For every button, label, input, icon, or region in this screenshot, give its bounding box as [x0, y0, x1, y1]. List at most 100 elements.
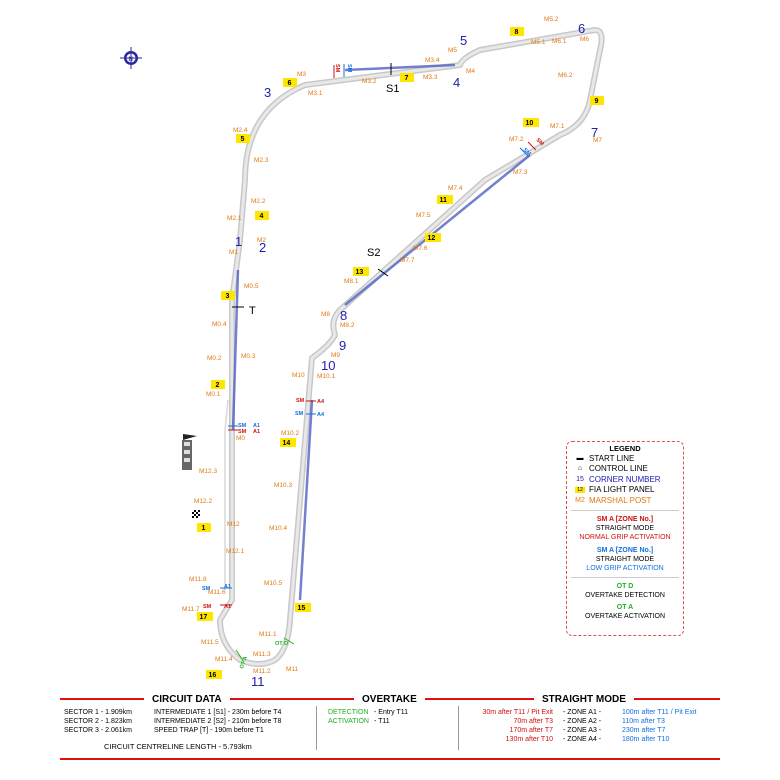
- legend-ot-activation: OT A OVERTAKE ACTIVATION: [585, 603, 665, 620]
- sector-lengths: SECTOR 1 - 1.909km SECTOR 2 - 1.823km SE…: [64, 709, 132, 734]
- svg-text:SM: SM: [296, 398, 305, 404]
- legend-box: LEGEND ▬ START LINE ⌂ CONTROL LINE 15 CO…: [566, 441, 684, 636]
- svg-text:M12: M12: [227, 521, 240, 528]
- svg-text:A4: A4: [317, 412, 325, 418]
- corner-10: 10: [321, 358, 335, 373]
- svg-text:3: 3: [226, 293, 230, 300]
- svg-text:8: 8: [515, 29, 519, 36]
- svg-text:M7.2: M7.2: [509, 136, 524, 143]
- svg-text:M2: M2: [257, 237, 266, 244]
- legend-control-line: ⌂ CONTROL LINE: [571, 464, 679, 475]
- svg-text:M2.2: M2.2: [251, 198, 266, 205]
- svg-text:M3.1: M3.1: [308, 90, 323, 97]
- svg-text:A1: A1: [224, 584, 231, 590]
- svg-text:M12.3: M12.3: [199, 468, 217, 475]
- legend-ot-detection: OT D OVERTAKE DETECTION: [585, 582, 665, 599]
- svg-text:M11.3: M11.3: [253, 651, 271, 658]
- svg-text:SM: SM: [522, 147, 532, 157]
- svg-text:M0: M0: [236, 435, 245, 442]
- speed-trap-label: T: [249, 305, 256, 317]
- svg-text:M10.1: M10.1: [317, 373, 335, 380]
- svg-text:A1: A1: [253, 429, 260, 435]
- corner-9: 9: [339, 338, 346, 353]
- pit-lane: [224, 399, 229, 590]
- sector2-line: [377, 268, 389, 277]
- svg-text:M3.4: M3.4: [425, 57, 440, 64]
- svg-text:OT A: OT A: [239, 656, 249, 670]
- circuit-data-title: CIRCUIT DATA: [144, 694, 230, 705]
- svg-text:M11.8: M11.8: [189, 576, 207, 583]
- svg-text:M10.5: M10.5: [264, 580, 282, 587]
- svg-text:M2.4: M2.4: [233, 127, 248, 134]
- corner-numbers: 1 2 3 4 5 6 7 8 9 10 11: [235, 21, 598, 689]
- legend-corner-number: 15 CORNER NUMBER: [576, 474, 661, 484]
- legend-sm-normal: SM A [ZONE No.] STRAIGHT MODE NORMAL GRI…: [579, 515, 671, 541]
- chequered-flag-icon: [192, 510, 200, 518]
- svg-text:M0.2: M0.2: [207, 355, 222, 362]
- svg-text:M0.4: M0.4: [212, 321, 227, 328]
- circuit-map: N S1 S2 T 1 2 3 4 5 6 7 8 9 10 11 1 2 3 …: [120, 16, 605, 689]
- svg-text:M6.2: M6.2: [558, 72, 573, 79]
- svg-text:M3: M3: [297, 71, 306, 78]
- svg-text:M12.1: M12.1: [226, 548, 244, 555]
- svg-text:1: 1: [202, 525, 206, 532]
- legend-title: LEGEND: [609, 444, 641, 453]
- svg-text:M8: M8: [321, 311, 330, 318]
- svg-text:M11.2: M11.2: [253, 668, 271, 675]
- svg-text:M6: M6: [580, 36, 589, 43]
- corner-5: 5: [460, 33, 467, 48]
- svg-text:13: 13: [356, 269, 364, 276]
- corner-1: 1: [235, 234, 242, 249]
- svg-text:M0.5: M0.5: [244, 283, 259, 290]
- straight-mode-low: 100m after T11 / Pit Exit 110m after T3 …: [622, 709, 697, 743]
- svg-text:11: 11: [440, 197, 448, 204]
- svg-text:6: 6: [288, 80, 292, 87]
- svg-text:M12.2: M12.2: [194, 498, 212, 505]
- straight-mode-zones: - ZONE A1 - - ZONE A2 - - ZONE A3 - - ZO…: [563, 709, 602, 743]
- north-compass-icon: N: [120, 47, 142, 69]
- svg-text:M4: M4: [466, 68, 475, 75]
- svg-text:M0.3: M0.3: [241, 353, 256, 360]
- corner-2: 2: [259, 240, 266, 255]
- svg-text:M7.7: M7.7: [400, 257, 415, 264]
- corner-3: 3: [264, 85, 271, 100]
- svg-text:M10.4: M10.4: [269, 525, 287, 532]
- svg-text:A1: A1: [224, 604, 231, 610]
- start-line-icon: ▬: [576, 454, 584, 462]
- svg-text:M5: M5: [448, 47, 457, 54]
- svg-text:10: 10: [526, 120, 534, 127]
- svg-text:N: N: [129, 57, 133, 63]
- legend-fia-panel: 12 FIA LIGHT PANEL: [575, 485, 655, 495]
- svg-text:SM: SM: [202, 586, 211, 592]
- corner-11: 11: [251, 674, 265, 689]
- svg-text:5: 5: [241, 136, 245, 143]
- svg-text:M11.1: M11.1: [259, 631, 277, 638]
- marshal-posts: M0 M0.1 M0.2 M0.3 M0.4 M0.5 M1 M2 M2.1 M…: [182, 16, 602, 675]
- svg-text:M11.6: M11.6: [208, 589, 226, 596]
- svg-text:SM: SM: [203, 604, 212, 610]
- svg-text:M7.6: M7.6: [413, 245, 428, 252]
- corner-8: 8: [340, 308, 347, 323]
- svg-text:SM: SM: [238, 423, 247, 429]
- straight-mode-zones: [231, 63, 531, 601]
- svg-text:9: 9: [595, 98, 599, 105]
- svg-text:SM: SM: [535, 137, 545, 147]
- svg-text:M3.3: M3.3: [423, 74, 438, 81]
- svg-text:M9: M9: [331, 352, 340, 359]
- starting-grid-icon: [182, 434, 197, 470]
- svg-text:M7.5: M7.5: [416, 212, 431, 219]
- svg-text:M8.1: M8.1: [344, 278, 359, 285]
- overtake-markers: OT D OT A: [235, 637, 295, 670]
- svg-text:A4: A4: [317, 399, 325, 405]
- svg-text:M5.1: M5.1: [531, 39, 546, 46]
- intermediates: INTERMEDIATE 1 [S1] - 230m before T4 INT…: [154, 709, 282, 734]
- circuit-info-panel: CIRCUIT DATA OVERTAKE STRAIGHT MODE SECT…: [60, 694, 720, 764]
- legend-marshal-post: M2 MARSHAL POST: [575, 495, 652, 505]
- sector-label-s2: S2: [367, 247, 380, 259]
- svg-text:M10.2: M10.2: [281, 430, 299, 437]
- svg-text:M11.4: M11.4: [215, 656, 233, 663]
- svg-text:M8.2: M8.2: [340, 322, 355, 329]
- straight-mode-title: STRAIGHT MODE: [534, 694, 634, 705]
- svg-text:A1: A1: [253, 423, 260, 429]
